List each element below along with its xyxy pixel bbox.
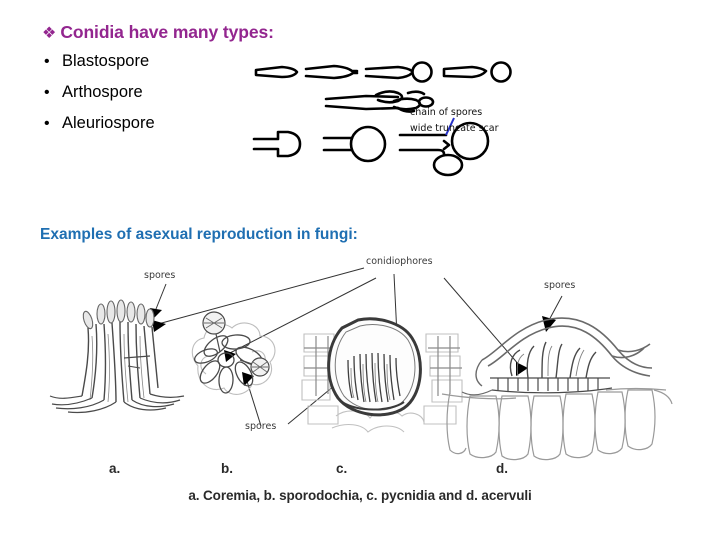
scar-leader-line [445, 117, 455, 136]
fungi-figure-svg [49, 267, 673, 461]
page-title: ❖ Conidia have many types: [42, 22, 274, 43]
annotation-spores-bottom: spores [245, 421, 277, 432]
panel-label-d: d. [496, 461, 508, 476]
annotation-spores-right: spores [544, 280, 576, 291]
list-item-label: Arthospore [62, 83, 143, 101]
annotation-conidiophores: conidiophores [366, 256, 433, 267]
panel-a-coremium [49, 299, 185, 414]
asexual-reproduction-figure: spores conidiophores spores spores a. b.… [46, 256, 674, 534]
panel-c-pycnidium [301, 317, 463, 433]
panel-b-sporodochium [191, 311, 276, 395]
section-heading: Examples of asexual reproduction in fung… [40, 226, 358, 243]
bullet-dot-icon: • [44, 53, 50, 70]
wide-truncate-scar-label: wide truncate scar [410, 123, 499, 134]
spore-type-diagrams: chain of spores wide truncate scar [248, 55, 520, 185]
chain-of-spores-label: chain of spores [410, 107, 483, 118]
list-item-label: Aleuriospore [62, 114, 155, 132]
panel-label-c: c. [336, 461, 348, 476]
panel-label-a: a. [109, 461, 121, 476]
blastospore-row [254, 61, 512, 83]
list-item-label: Blastospore [62, 52, 150, 70]
list-item: • Aleuriospore [44, 114, 254, 145]
conidia-type-list: • Blastospore • Arthospore • Aleuriospor… [44, 52, 254, 145]
bullet-dot-icon: • [44, 84, 50, 101]
list-item: • Arthospore [44, 83, 254, 114]
list-item: • Blastospore [44, 52, 254, 83]
annotation-spores-left: spores [144, 270, 176, 281]
panel-d-acervulus [441, 317, 673, 461]
figure-caption: a. Coremia, b. sporodochia, c. pycnidia … [188, 488, 532, 503]
arthrospore-row [324, 90, 435, 113]
panel-label-b: b. [221, 461, 233, 476]
diamond-bullet-icon: ❖ [42, 25, 57, 42]
bullet-dot-icon: • [44, 115, 50, 132]
aleuriospore-row [252, 121, 490, 177]
page-title-text: Conidia have many types: [60, 22, 274, 42]
spore-diagram-svg [252, 61, 512, 177]
